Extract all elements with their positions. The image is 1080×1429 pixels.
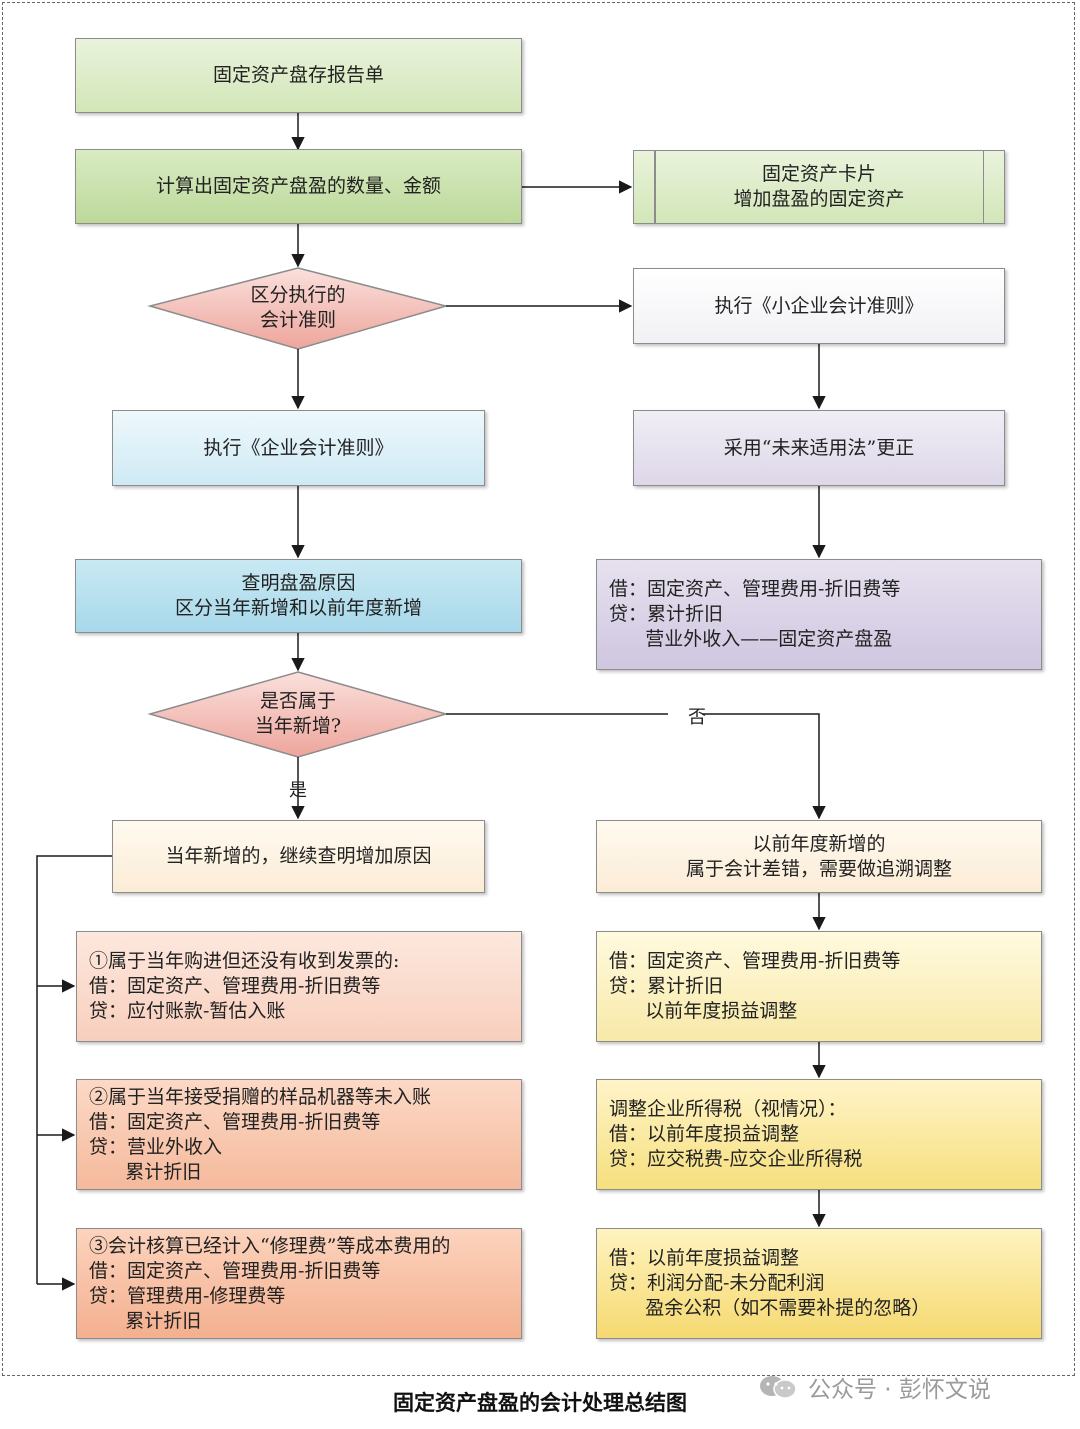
bracket-line [36, 855, 113, 1284]
prior-year-box: 以前年度新增的 属于会计差错，需要做追溯调整 [596, 820, 1042, 893]
case2-line-2: 借：固定资产、管理费用-折旧费等 [89, 1110, 381, 1133]
diagram-caption: 固定资产盘盈的会计处理总结图 [393, 1391, 687, 1415]
watermark: 公众号 · 彭怀文说 [758, 1370, 991, 1404]
case1-line-2: 借：固定资产、管理费用-折旧费等 [89, 975, 381, 997]
year-diamond-line-1: 是否属于 [259, 690, 336, 712]
calc-box: 计算出固定资产盘盈的数量、金额 [75, 149, 522, 224]
prior-entry1-line-2: 贷：累计折旧 [609, 975, 724, 997]
case2-line-1: ②属于当年接受捐赠的样品机器等未入账 [89, 1085, 432, 1108]
asset-card-box: 固定资产卡片 增加盘盈的固定资产 [633, 150, 1005, 224]
card-line-1: 固定资产卡片 [761, 163, 876, 185]
enterprise-standard-line: 执行《企业会计准则》 [203, 436, 394, 459]
diagram-frame [2, 2, 1075, 1376]
case1-line-3: 贷：应付账款-暂估入账 [89, 1000, 286, 1022]
standard-diamond-line-2: 会计准则 [259, 309, 336, 331]
case3-line-4: 累计折旧 [89, 1309, 202, 1332]
cause-line-2: 区分当年新增和以前年度新增 [174, 597, 422, 619]
small-entry-box: 借：固定资产、管理费用-折旧费等 贷：累计折旧 营业外收入——固定资产盘盈 [596, 559, 1042, 670]
cause-box: 查明盘盈原因 区分当年新增和以前年度新增 [75, 559, 522, 633]
future-method-box: 采用“未来适用法”更正 [633, 410, 1005, 486]
prior-entry2-line-1: 调整企业所得税（视情况）： [609, 1098, 847, 1120]
card-bar-right [982, 151, 984, 223]
prior-year-line-2: 属于会计差错，需要做追溯调整 [685, 857, 952, 880]
small-entry-line-3: 营业外收入——固定资产盘盈 [609, 628, 893, 650]
prior-entry2-line-3: 贷：应交税费-应交企业所得税 [609, 1148, 863, 1170]
prior-entry1-line-3: 以前年度损益调整 [609, 1000, 798, 1022]
no-label: 否 [688, 707, 706, 728]
prior-year-line-1: 以前年度新增的 [752, 832, 886, 855]
small-standard-line: 执行《小企业会计准则》 [714, 294, 924, 317]
card-bar-left [654, 151, 656, 223]
wechat-icon [758, 1374, 798, 1400]
standard-diamond-text: 区分执行的 会计准则 [150, 270, 446, 346]
small-entry-line-1: 借：固定资产、管理费用-折旧费等 [609, 578, 901, 600]
cause-line-1: 查明盘盈原因 [241, 572, 356, 594]
case2-line-4: 累计折旧 [89, 1160, 202, 1183]
small-standard-box: 执行《小企业会计准则》 [633, 268, 1005, 344]
case3-line-1: ③会计核算已经计入“修理费”等成本费用的 [89, 1234, 451, 1257]
calc-line: 计算出固定资产盘盈的数量、金额 [155, 175, 441, 197]
case1-box: ①属于当年购进但还没有收到发票的: 借：固定资产、管理费用-折旧费等 贷：应付账… [76, 931, 522, 1042]
current-year-box: 当年新增的，继续查明增加原因 [112, 820, 485, 893]
prior-entry2-box: 调整企业所得税（视情况）： 借：以前年度损益调整 贷：应交税费-应交企业所得税 [596, 1079, 1042, 1190]
report-box: 固定资产盘存报告单 [75, 38, 522, 113]
prior-entry3-box: 借：以前年度损益调整 贷：利润分配-未分配利润 盈余公积（如不需要补提的忽略） [596, 1228, 1042, 1339]
yes-label: 是 [289, 780, 307, 801]
enterprise-standard-box: 执行《企业会计准则》 [112, 410, 485, 486]
card-line-2: 增加盘盈的固定资产 [733, 188, 905, 210]
prior-entry3-line-2: 贷：利润分配-未分配利润 [609, 1272, 825, 1294]
case2-line-3: 贷：营业外收入 [89, 1135, 223, 1158]
prior-entry1-box: 借：固定资产、管理费用-折旧费等 贷：累计折旧 以前年度损益调整 [596, 931, 1042, 1042]
case3-line-3: 贷：管理费用-修理费等 [89, 1284, 286, 1307]
watermark-text: 公众号 · 彭怀文说 [808, 1377, 991, 1403]
arrow-diamond-prior [446, 713, 826, 820]
case1-line-1: ①属于当年购进但还没有收到发票的: [89, 950, 400, 972]
prior-entry2-line-2: 借：以前年度损益调整 [609, 1123, 800, 1145]
current-year-line: 当年新增的，继续查明增加原因 [165, 845, 432, 867]
case2-box: ②属于当年接受捐赠的样品机器等未入账 借：固定资产、管理费用-折旧费等 贷：营业… [76, 1079, 522, 1190]
year-diamond-text: 是否属于 当年新增? [150, 676, 446, 752]
report-line: 固定资产盘存报告单 [212, 64, 384, 86]
prior-entry3-line-3: 盈余公积（如不需要补提的忽略） [609, 1297, 931, 1319]
standard-diamond-line-1: 区分执行的 [250, 284, 346, 306]
case3-box: ③会计核算已经计入“修理费”等成本费用的 借：固定资产、管理费用-折旧费等 贷：… [76, 1228, 522, 1339]
year-diamond-line-2: 当年新增? [254, 715, 342, 737]
future-method-line: 采用“未来适用法”更正 [723, 436, 915, 459]
prior-entry1-line-1: 借：固定资产、管理费用-折旧费等 [609, 950, 901, 972]
small-entry-line-2: 贷：累计折旧 [609, 603, 724, 625]
case3-line-2: 借：固定资产、管理费用-折旧费等 [89, 1259, 381, 1282]
prior-entry3-line-1: 借：以前年度损益调整 [609, 1247, 800, 1269]
